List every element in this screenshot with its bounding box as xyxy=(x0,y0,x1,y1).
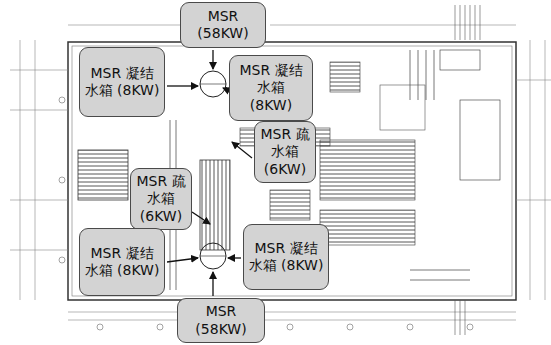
callout-box: MSR (58KW) xyxy=(180,2,266,48)
callout-text: MSR (58KW) xyxy=(182,303,260,337)
callout-box: MSR 疏水箱 (6KW) xyxy=(130,168,192,230)
callout-box: MSR 凝结水箱 (8KW) xyxy=(229,55,313,121)
callout-text: MSR 疏水箱 (6KW) xyxy=(135,173,187,224)
callout-box: MSR 凝结水箱 (8KW) xyxy=(243,224,329,290)
callout-text: MSR 凝结水箱 (8KW) xyxy=(84,245,160,279)
callout-box: MSR 凝结水箱 (8KW) xyxy=(79,47,165,117)
callout-text: MSR 凝结水箱 (8KW) xyxy=(84,65,160,99)
callout-text: MSR (58KW) xyxy=(185,8,261,42)
callout-box: MSR 疏水箱 (6KW) xyxy=(254,121,316,183)
callout-text: MSR 疏水箱 (6KW) xyxy=(259,126,311,177)
callout-text: MSR 凝结水箱 (8KW) xyxy=(248,240,324,274)
callout-box: MSR (58KW) xyxy=(177,298,265,343)
callout-text: MSR 凝结水箱 (8KW) xyxy=(234,62,308,113)
callout-box: MSR 凝结水箱 (8KW) xyxy=(79,228,165,296)
